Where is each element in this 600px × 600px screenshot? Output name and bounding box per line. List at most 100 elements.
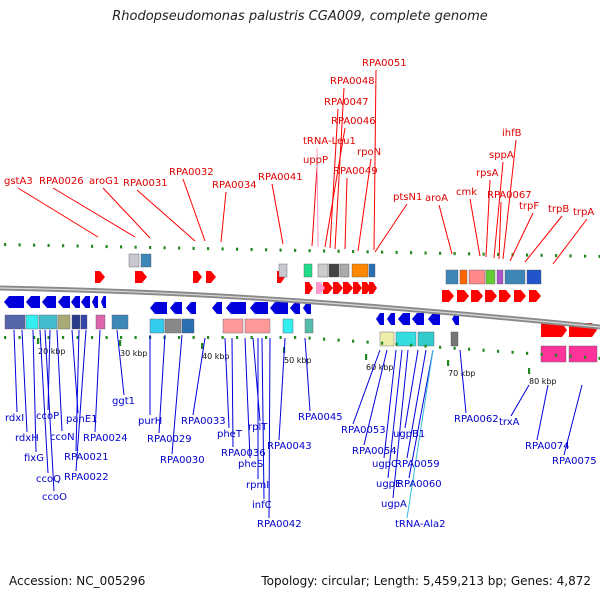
leader-line	[17, 187, 99, 238]
tick-mark	[323, 337, 326, 341]
gene-label: RPA0059	[395, 459, 440, 470]
reverse-protein-block	[95, 314, 106, 330]
leader-line	[509, 212, 534, 262]
reverse-protein-block	[222, 318, 244, 334]
leader-line	[158, 334, 166, 434]
gene-label: infC	[252, 500, 272, 511]
gene-label: rpmI	[246, 480, 269, 491]
forward-protein-block	[328, 263, 340, 278]
gene-label: uppP	[303, 155, 328, 166]
forward-gene-arrow	[471, 290, 483, 302]
backbone-highlight	[0, 287, 600, 328]
forward-protein-block	[368, 263, 376, 278]
leader-line	[536, 384, 549, 441]
tick-mark	[424, 251, 427, 255]
leader-line	[524, 215, 563, 263]
forward-protein-block	[468, 269, 486, 285]
leader-line	[39, 329, 49, 474]
gene-label: RPA0043	[267, 441, 312, 452]
tick-mark	[207, 336, 210, 339]
reverse-protein-block	[164, 318, 182, 334]
reverse-gene-arrow	[170, 302, 182, 314]
tick-mark	[308, 249, 311, 253]
reverse-protein-block	[450, 331, 459, 347]
tick-mark	[221, 336, 224, 339]
gene-label: tRNA-Ala2	[395, 519, 445, 530]
reverse-gene-arrow	[42, 296, 56, 308]
gene-label: RPA0048	[330, 76, 375, 87]
reverse-protein-block	[111, 314, 129, 330]
tick-mark	[33, 243, 36, 247]
leader-line	[268, 337, 271, 519]
tick-mark	[410, 343, 413, 347]
tick-mark	[294, 336, 297, 339]
forward-protein-block	[445, 269, 459, 285]
gene-label: fixG	[24, 453, 44, 464]
forward-protein-block	[504, 269, 526, 285]
tick-mark	[337, 338, 340, 342]
tick-mark	[468, 347, 471, 351]
leader-line	[171, 334, 183, 455]
reverse-gene-arrow	[212, 302, 222, 314]
tick-mark	[540, 253, 543, 257]
leader-line	[563, 384, 583, 456]
leader-line	[498, 201, 502, 260]
gene-label: ugpC	[372, 459, 398, 470]
gene-label: RPA0053	[341, 425, 386, 436]
tick-mark	[439, 345, 442, 349]
reverse-gene-arrow	[81, 296, 90, 308]
trna-forward-arrow	[316, 282, 325, 294]
gene-label: ccoO	[42, 492, 67, 503]
tick-mark	[47, 336, 50, 339]
gene-label: RPA0042	[257, 519, 302, 530]
tick-mark	[555, 254, 558, 258]
gene-label: aroG1	[89, 176, 119, 187]
feature-bands	[4, 253, 598, 363]
leader-line	[102, 187, 151, 239]
gene-label: RPA0047	[324, 97, 369, 108]
gene-label: RPA0046	[331, 116, 376, 127]
reverse-gene-arrow	[4, 296, 24, 308]
forward-gene-arrow	[499, 290, 511, 302]
reverse-gene-arrow	[250, 302, 268, 314]
gene-label: RPA0024	[83, 433, 128, 444]
gene-label: RPA0036	[221, 448, 266, 459]
gene-label: RPA0022	[64, 472, 109, 483]
tick-mark	[294, 248, 297, 252]
forward-gene-arrow	[442, 290, 454, 302]
leader-line	[271, 183, 284, 245]
tick-mark	[395, 342, 398, 346]
forward-protein-block	[496, 269, 504, 285]
gene-label: RPA0067	[487, 190, 532, 201]
reverse-gene-arrow	[226, 302, 246, 314]
tick-mark	[366, 340, 369, 344]
gene-label: rplT	[248, 422, 268, 433]
leader-line	[363, 349, 388, 446]
tick-mark	[395, 250, 398, 254]
reverse-protein-block	[4, 314, 26, 330]
tick-mark	[120, 336, 123, 339]
gene-label: rpsA	[476, 168, 499, 179]
major-tick-mark	[119, 340, 122, 346]
gene-label: trxA	[499, 417, 520, 428]
tick-mark	[149, 245, 152, 249]
reverse-protein-block	[38, 314, 58, 330]
tick-mark	[584, 254, 587, 258]
tick-mark	[279, 248, 282, 252]
leader-line	[56, 329, 63, 432]
leader-line	[278, 337, 286, 441]
gene-label: gstA3	[4, 176, 33, 187]
tick-mark	[352, 339, 355, 343]
leader-line	[510, 384, 530, 417]
forward-gene-arrow	[333, 282, 343, 294]
reverse-gene-arrow	[26, 296, 40, 308]
leader-line	[352, 349, 381, 425]
tick-mark	[105, 336, 108, 339]
major-tick-mark	[365, 354, 368, 360]
gene-label: RPA0049	[333, 166, 378, 177]
gene-label: RPA0026	[39, 176, 84, 187]
reverse-protein-block	[149, 318, 165, 334]
leader-line	[344, 177, 348, 250]
